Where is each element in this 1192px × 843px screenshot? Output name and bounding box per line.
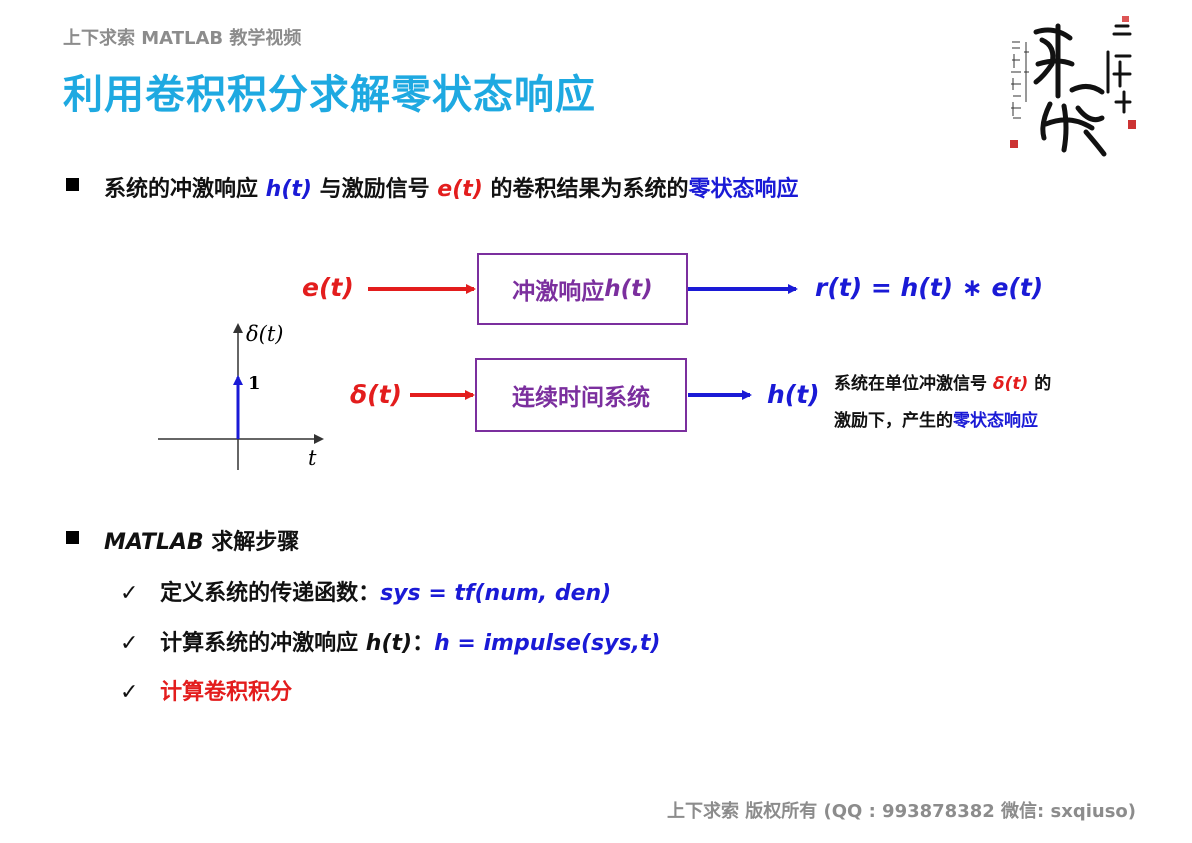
step-2-code: h = impulse(sys,t) bbox=[434, 631, 661, 656]
plot-value-label: 1 bbox=[248, 373, 261, 394]
check-icon: ✓ bbox=[120, 631, 139, 656]
step-2-ht: h(t) bbox=[365, 631, 413, 656]
bullet1-text-c: 的卷积结果为系统的 bbox=[482, 177, 689, 202]
step-2-colon: ： bbox=[412, 631, 435, 656]
bullet1-et: e(t) bbox=[437, 177, 483, 202]
bullet-text-1: 系统的冲激响应 h(t) 与激励信号 e(t) 的卷积结果为系统的零状态响应 bbox=[104, 171, 799, 203]
box-continuous-system: 连续时间系统 bbox=[475, 358, 687, 432]
bullet2-text: 求解步骤 bbox=[203, 530, 300, 555]
plot-x-label: t bbox=[308, 446, 317, 470]
impulse-plot: δ(t) 1 t bbox=[158, 322, 324, 470]
step-1-code: sys = tf(num, den) bbox=[380, 581, 612, 606]
box-top-text: 冲激响应 bbox=[512, 279, 605, 305]
series-label: 上下求索 MATLAB 教学视频 bbox=[63, 28, 302, 49]
check-icon: ✓ bbox=[120, 680, 139, 705]
input-signal-bottom: δ(t) bbox=[350, 380, 402, 409]
note-highlight: 零状态响应 bbox=[953, 411, 1038, 431]
output-signal-top: r(t) = h(t) ∗ e(t) bbox=[815, 273, 1044, 302]
footer-copyright: 上下求索 版权所有 (QQ : 993878382 微信: sxqiuso) bbox=[666, 801, 1136, 822]
bullet1-text-a: 系统的冲激响应 bbox=[104, 177, 266, 202]
box-top-ht: h(t) bbox=[604, 276, 653, 302]
output-signal-bottom: h(t) bbox=[767, 380, 820, 409]
bullet1-highlight: 零状态响应 bbox=[688, 177, 799, 202]
step-3: ✓ 计算卷积积分 bbox=[120, 674, 292, 706]
note-delta: δ(t) bbox=[992, 374, 1029, 394]
box-impulse-response: 冲激响应 h(t) bbox=[477, 253, 688, 325]
page-title: 利用卷积积分求解零状态响应 bbox=[63, 72, 596, 118]
note-line-1: 系统在单位冲激信号 δ(t) 的 bbox=[834, 369, 1051, 394]
bullet1-text-b: 与激励信号 bbox=[311, 177, 438, 202]
note-text-c: 激励下，产生的 bbox=[834, 411, 953, 431]
note-text-a: 系统在单位冲激信号 bbox=[834, 374, 993, 394]
bullet-marker bbox=[66, 178, 79, 191]
calligraphy-seal-icon bbox=[998, 12, 1148, 164]
bullet-marker-2 bbox=[66, 531, 79, 544]
step-1-text: 定义系统的传递函数： bbox=[160, 581, 381, 606]
plot-y-label: δ(t) bbox=[246, 322, 283, 346]
bullet-text-2: MATLAB 求解步骤 bbox=[104, 524, 299, 556]
note-text-b: 的 bbox=[1028, 374, 1052, 394]
step-2: ✓ 计算系统的冲激响应 h(t)：h = impulse(sys,t) bbox=[120, 625, 660, 657]
input-signal-top: e(t) bbox=[302, 273, 354, 302]
step-3-text: 计算卷积积分 bbox=[160, 680, 293, 705]
step-1: ✓ 定义系统的传递函数：sys = tf(num, den) bbox=[120, 575, 611, 607]
step-2-text: 计算系统的冲激响应 bbox=[160, 631, 366, 656]
check-icon: ✓ bbox=[120, 581, 139, 606]
box-bottom-text: 连续时间系统 bbox=[512, 385, 650, 411]
bullet2-prefix: MATLAB bbox=[104, 530, 204, 555]
bullet1-ht: h(t) bbox=[265, 177, 312, 202]
note-line-2: 激励下，产生的零状态响应 bbox=[834, 406, 1038, 431]
